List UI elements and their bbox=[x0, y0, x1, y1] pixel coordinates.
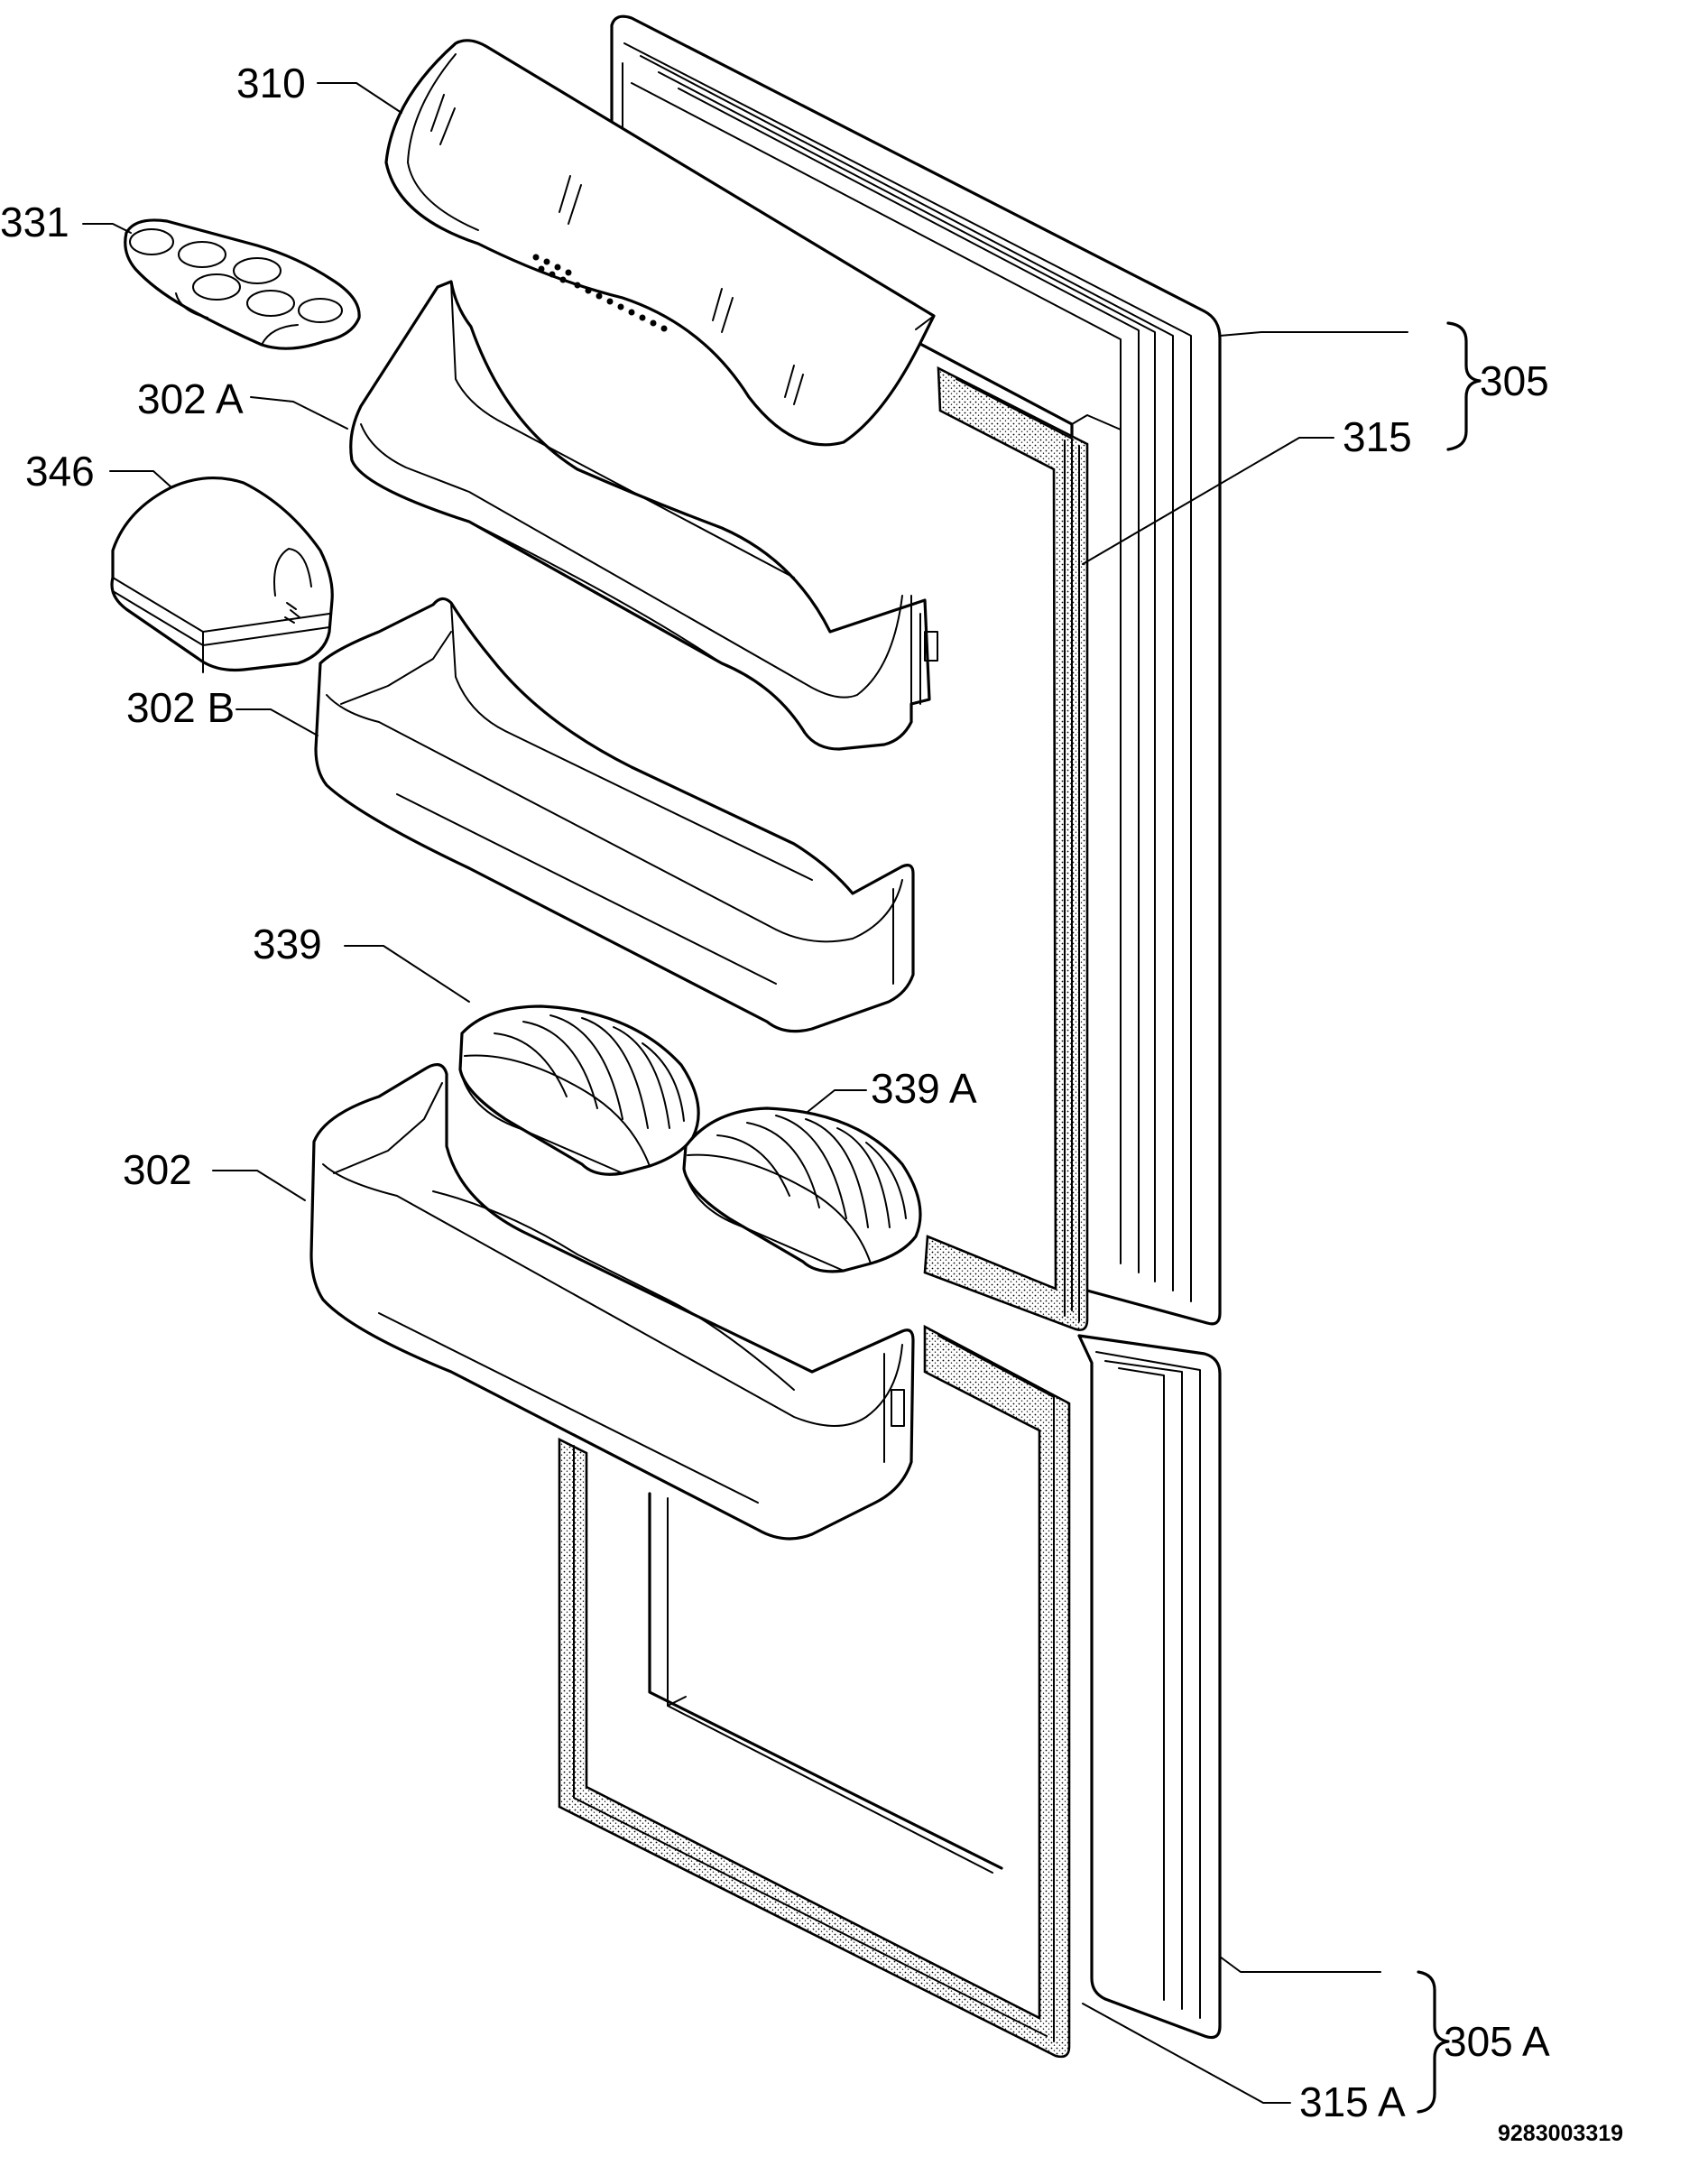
label-346: 346 bbox=[25, 448, 95, 495]
label-339: 339 bbox=[253, 921, 322, 967]
upper-door-305 bbox=[610, 14, 1222, 1331]
part-labels: 310 331 302 A 346 302 B 339 339 A 302 30… bbox=[0, 60, 1623, 2146]
drawing-code: 9283003319 bbox=[1498, 2121, 1623, 2146]
part-339-dish bbox=[458, 1004, 700, 1176]
part-331-egg-tray bbox=[124, 218, 361, 350]
label-302: 302 bbox=[123, 1146, 192, 1193]
label-305a: 305 A bbox=[1444, 2018, 1550, 2065]
label-315: 315 bbox=[1343, 413, 1412, 460]
label-339a: 339 A bbox=[871, 1065, 977, 1112]
part-302-door-shelf bbox=[309, 1063, 915, 1541]
label-331: 331 bbox=[0, 199, 69, 245]
part-346-butter-box bbox=[110, 476, 334, 673]
part-310-shelf-cover bbox=[384, 39, 936, 447]
leader-lines bbox=[82, 82, 1482, 2114]
label-302a: 302 A bbox=[137, 375, 244, 422]
lower-door-305a bbox=[558, 1324, 1222, 2059]
part-302b-door-shelf bbox=[314, 597, 915, 1033]
part-302a-door-shelf bbox=[349, 280, 938, 751]
label-302b: 302 B bbox=[126, 684, 235, 731]
label-315a: 315 A bbox=[1299, 2078, 1406, 2125]
vent-holes bbox=[532, 254, 668, 332]
label-310: 310 bbox=[236, 60, 306, 106]
part-339a-dish bbox=[682, 1106, 922, 1273]
label-305: 305 bbox=[1480, 357, 1549, 404]
